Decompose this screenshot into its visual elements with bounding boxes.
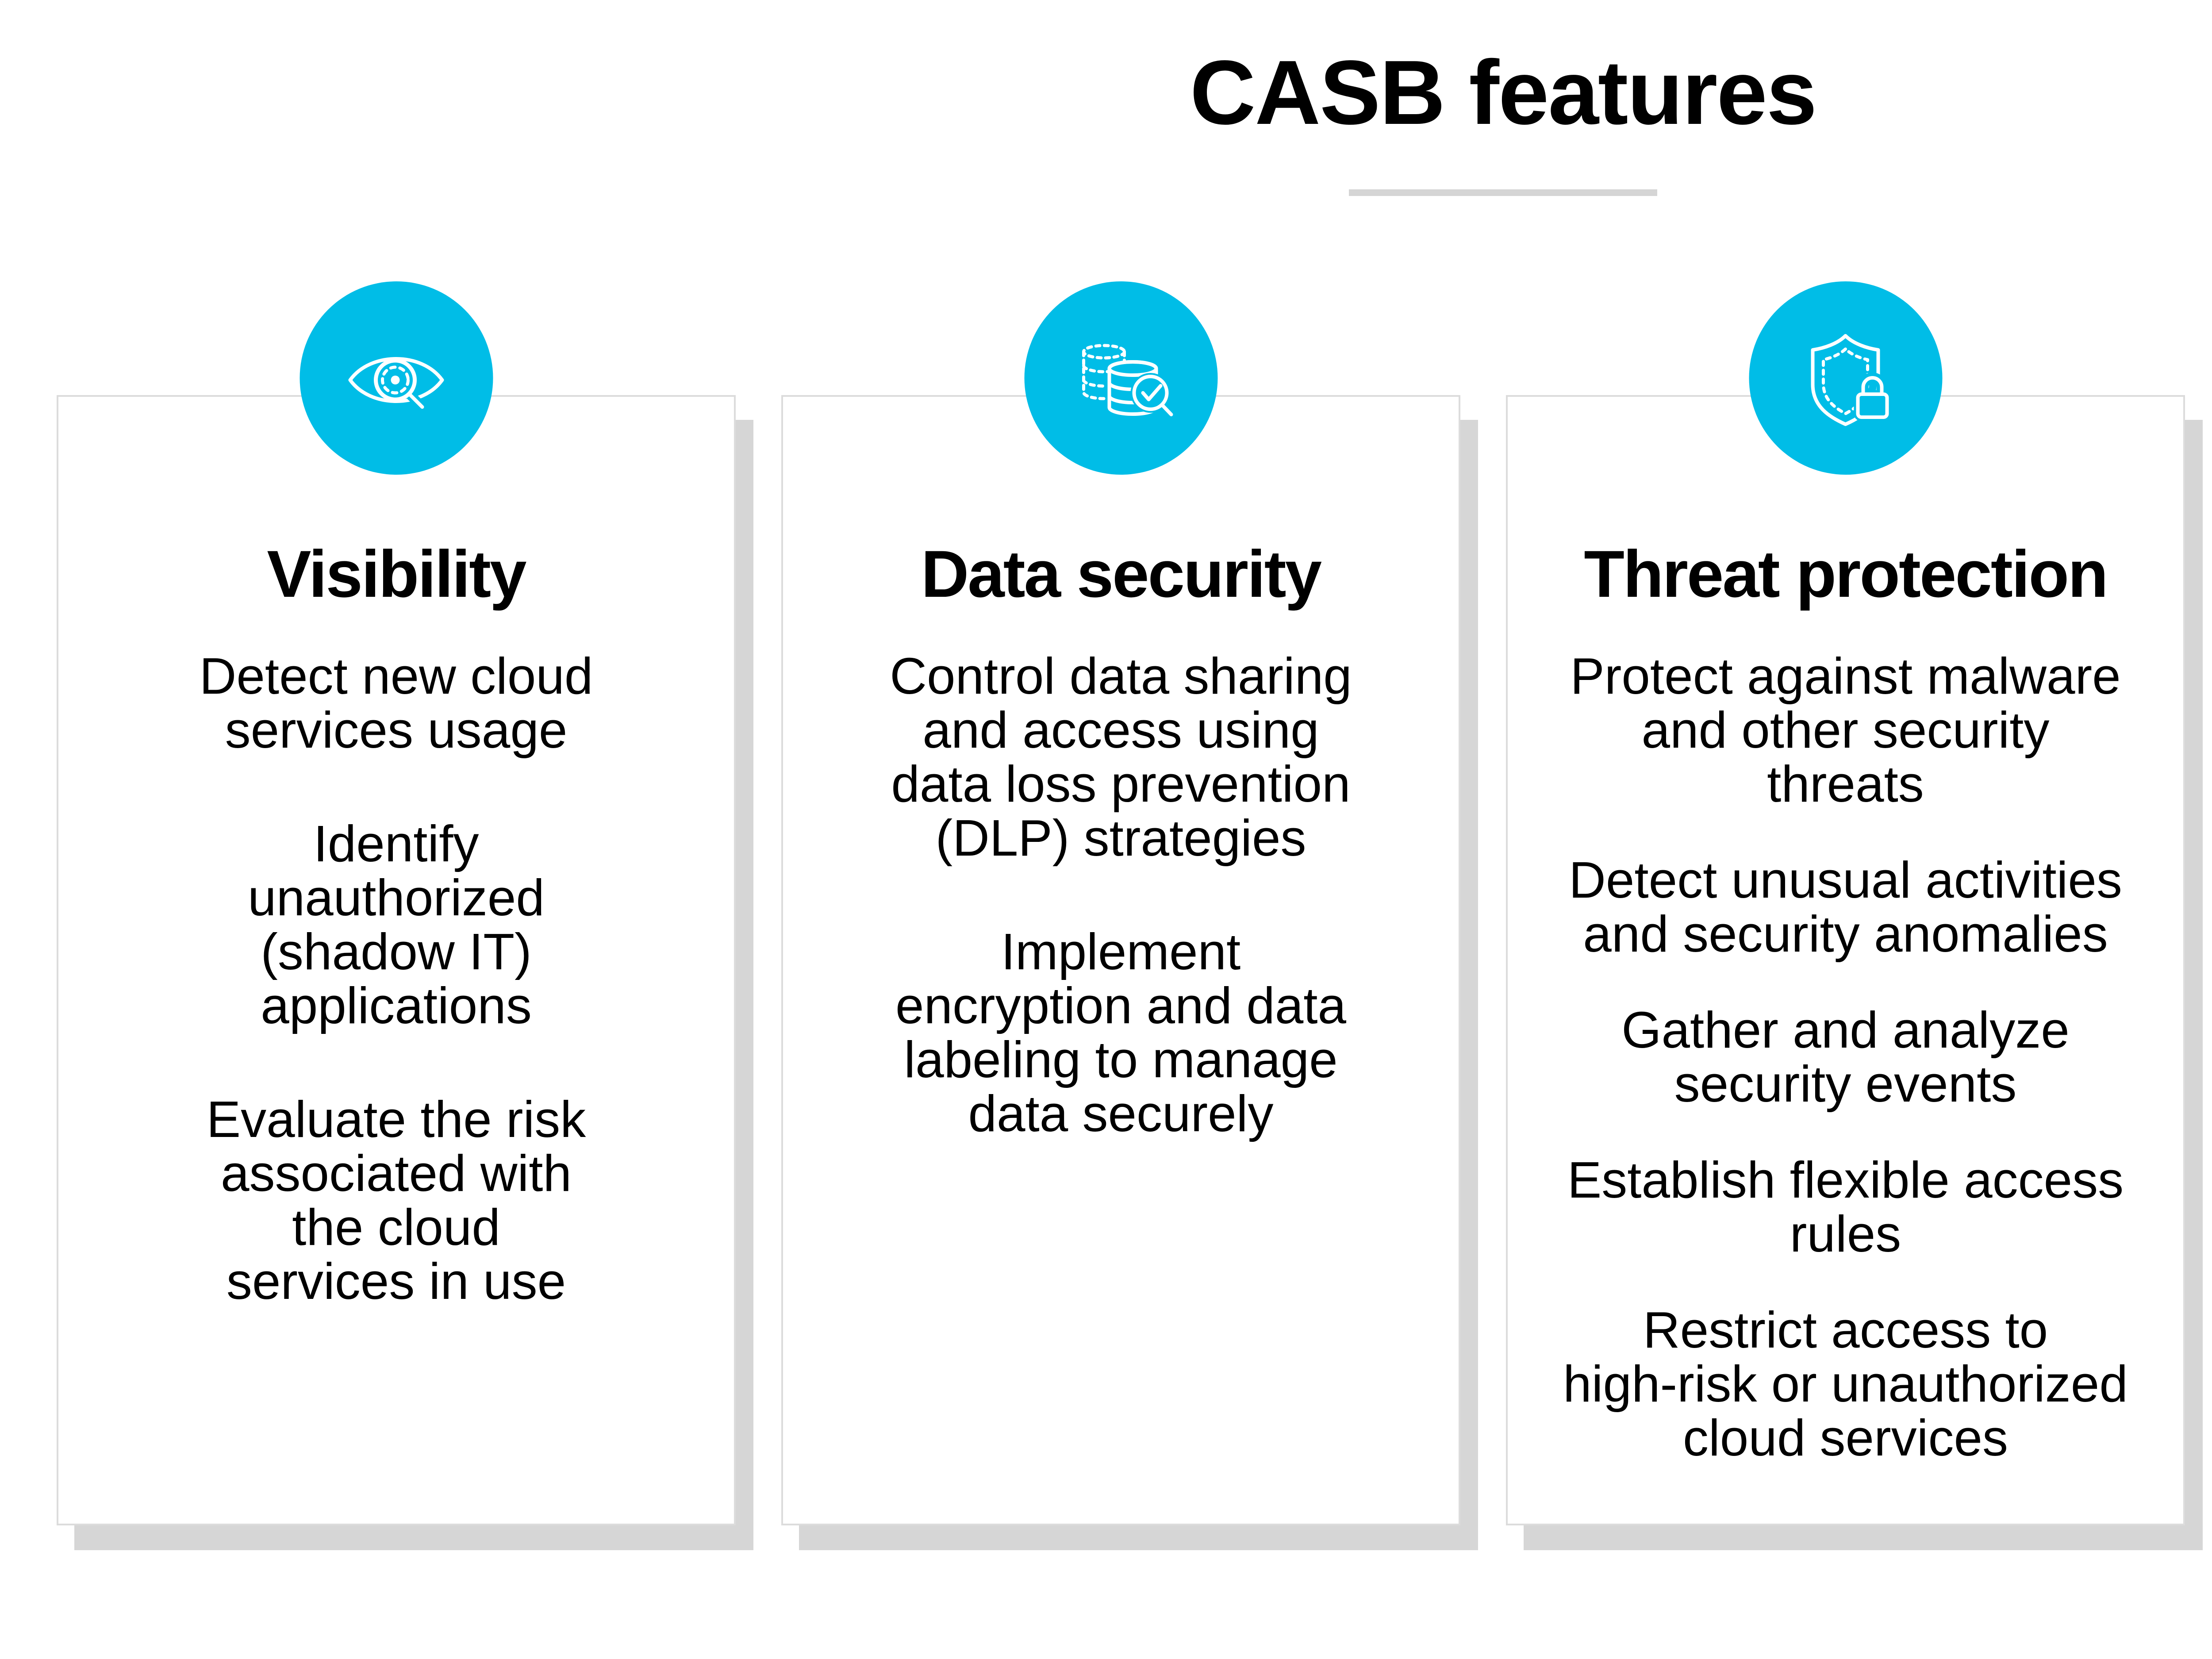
- card-paragraph: Protect against malware and other securi…: [1570, 647, 2121, 813]
- card-body: Control data sharing and access using da…: [783, 649, 1459, 1141]
- card-heading: Data security: [921, 537, 1322, 611]
- card-paragraph: Implement encryption and data labeling t…: [895, 923, 1346, 1142]
- card-threat-protection: Threat protection Protect against malwar…: [1506, 281, 2185, 1525]
- card-paragraph: Establish flexible access rules: [1567, 1151, 2124, 1263]
- eye-scan-icon: [348, 357, 444, 412]
- card-visibility: Visibility Detect new cloud services usa…: [57, 281, 736, 1525]
- card-paragraph: Identify unauthorized (shadow IT) applic…: [248, 815, 545, 1034]
- card-paragraph: Evaluate the risk associated with the cl…: [206, 1091, 586, 1310]
- card-paragraph: Detect unusual activities and security a…: [1569, 851, 2122, 963]
- card-body: Detect new cloud services usage Identify…: [58, 649, 734, 1308]
- card-paragraph: Detect new cloud services usage: [199, 647, 593, 759]
- card-body: Protect against malware and other securi…: [1508, 649, 2183, 1465]
- infographic: CASB features Visibility Detect new clou…: [57, 47, 2212, 1525]
- shield-lock-icon: [1811, 334, 1891, 426]
- card-paragraph: Control data sharing and access using da…: [890, 647, 1352, 867]
- card-paragraph: Gather and analyze security events: [1621, 1001, 2070, 1113]
- visibility-icon-badge: [300, 281, 493, 475]
- card-data-security: Data security Control data sharing and a…: [781, 281, 1460, 1525]
- feature-cards-row: Visibility Detect new cloud services usa…: [57, 281, 2212, 1525]
- data-security-icon-badge: [1024, 281, 1217, 475]
- card-heading: Threat protection: [1584, 537, 2108, 611]
- threat-protection-icon-badge: [1749, 281, 1942, 475]
- title-divider: [1349, 189, 1657, 196]
- database-check-icon: [1082, 344, 1174, 419]
- page-title: CASB features: [1190, 42, 1817, 143]
- card-heading: Visibility: [267, 537, 526, 611]
- card-paragraph: Restrict access to high-risk or unauthor…: [1563, 1301, 2128, 1467]
